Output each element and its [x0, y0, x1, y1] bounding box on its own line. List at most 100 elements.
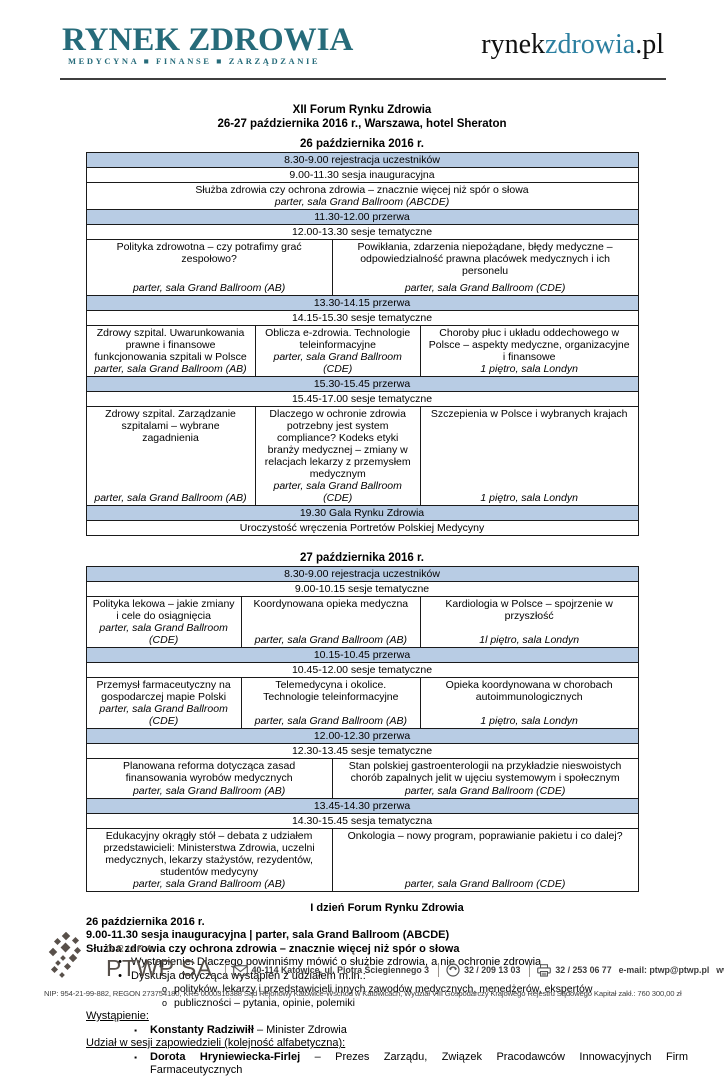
email-text: e-mail: ptwp@ptwp.pl — [618, 965, 710, 975]
sessions-row: Polityka zdrowotna – czy potrafimy grać … — [86, 239, 638, 295]
grupa-label: GRUPA — [106, 944, 156, 955]
time-band-row: 13.30-14.15 przerwa — [86, 295, 638, 310]
circle-bullet-icon: o — [161, 984, 167, 994]
session-room: parter, sala Grand Ballroom (CDE) — [404, 878, 566, 890]
session-label-row: 12.30-13.45 sesje tematyczne — [86, 743, 638, 758]
session-room: parter, sala Grand Ballroom (AB) — [132, 282, 286, 294]
speaker-item: ▪ Konstanty Radziwiłł – Minister Zdrowia — [86, 1024, 688, 1038]
time-slot-label: 15.30-15.45 przerwa — [313, 378, 411, 390]
session-label: 10.45-12.00 sesje tematyczne — [291, 664, 433, 676]
session-title: Onkologia – nowy program, poprawianie pa… — [347, 830, 623, 842]
session-cell: Przemysł farmaceutyczny na gospodarczej … — [87, 678, 241, 728]
session-title: Choroby płuc i układu oddechowego w Pols… — [428, 327, 630, 363]
session-cell: Opieka koordynowana w chorobach autoimmu… — [419, 678, 638, 728]
session-room: parter, sala Grand Ballroom (AB) — [254, 715, 407, 727]
envelope-icon — [232, 964, 248, 976]
session-label: Uroczystość wręczenia Portretów Polskiej… — [239, 522, 485, 534]
session-title: Polityka lekowa – jakie zmiany i cele do… — [92, 598, 235, 622]
session-label-row: 14.30-15.45 sesja tematyczna — [86, 813, 638, 828]
session-title: Zdrowy szpital. Uwarunkowania prawne i f… — [94, 327, 247, 363]
session-room: parter, sala Grand Ballroom (CDE) — [273, 480, 402, 504]
session-room: parter, sala Grand Ballroom (AB) — [132, 785, 286, 797]
ptwp-logo: GRUPA PTWP SA — [106, 944, 213, 980]
session-room: 1 piętro, sala Londyn — [480, 492, 578, 504]
fax-text: 32 / 253 06 77 — [555, 965, 612, 975]
rynek-zdrowia-wordmark: Rynek Zdrowia — [62, 22, 354, 58]
day1-schedule-table: 8.30-9.00 rejestracja uczestników 9.00-1… — [85, 152, 639, 536]
session-title: Powikłania, zdarzenia niepożądane, błędy… — [357, 241, 613, 277]
session-title: Koordynowana opieka medyczna — [253, 598, 409, 610]
time-slot-label: 13.45-14.30 przerwa — [313, 800, 411, 812]
session-room: parter, sala Grand Ballroom (CDE) — [404, 785, 566, 797]
time-slot-label: 8.30-9.00 rejestracja uczestników — [284, 568, 440, 580]
session-cell: Dlaczego w ochronie zdrowia potrzebny je… — [254, 407, 420, 505]
speaker-role: – Minister Zdrowia — [253, 1023, 347, 1036]
session-label: 14.15-15.30 sesje tematyczne — [291, 312, 433, 324]
session-label: 15.45-17.00 sesje tematyczne — [291, 393, 433, 405]
time-band-row: 10.15-10.45 przerwa — [86, 647, 638, 662]
bullet-icon: • — [118, 956, 122, 968]
session-label: 9.00-10.15 sesje tematyczne — [294, 583, 430, 595]
session-room: parter, sala Grand Ballroom (ABCDE) — [274, 196, 450, 208]
session-room: 1l piętro, sala Londyn — [479, 634, 580, 646]
session-title: Szczepienia w Polsce i wybranych krajach — [430, 408, 628, 420]
session-cell: Szczepienia w Polsce i wybranych krajach… — [419, 407, 638, 505]
session-room: parter, sala Grand Ballroom (CDE) — [99, 703, 228, 727]
time-band-row: 13.45-14.30 przerwa — [86, 798, 638, 813]
time-band-row: 19.30 Gala Rynku Zdrowia — [86, 505, 638, 520]
details-session-line: 9.00-11.30 sesja inauguracyjna | parter,… — [86, 929, 450, 941]
session-title: Przemysł farmaceutyczny na gospodarczej … — [96, 679, 231, 703]
details-heading: I dzień Forum Rynku Zdrowia — [310, 902, 464, 914]
time-band-row: 8.30-9.00 rejestracja uczestników — [86, 567, 638, 581]
rynekzdrowia-pl-logo: rynekzdrowia.pl — [481, 30, 664, 66]
session-title: Polityka zdrowotna – czy potrafimy grać … — [116, 241, 302, 265]
session-label-row: 9.00-10.15 sesje tematyczne — [86, 581, 638, 596]
session-title: Oblicza e-zdrowia. Technologie teleinfor… — [265, 327, 411, 351]
conference-program-page: { "colors":{ "band":"#b8cce4", "teal":"#… — [44, 22, 724, 1076]
session-cell: Oblicza e-zdrowia. Technologie teleinfor… — [254, 326, 420, 376]
session-label-row: Uroczystość wręczenia Portretów Polskiej… — [86, 520, 638, 535]
session-room: parter, sala Grand Ballroom (CDE) — [273, 351, 402, 375]
session-title: Służba zdrowia czy ochrona zdrowia – zna… — [195, 184, 529, 196]
session-cell: Zdrowy szpital. Zarządzanie szpitalami –… — [87, 407, 255, 505]
session-cell: Powikłania, zdarzenia niepożądane, błędy… — [331, 240, 638, 295]
session-label-row: 9.00-11.30 sesja inauguracyjna — [86, 167, 638, 182]
footer-brand-row: GRUPA PTWP SA 40-114 Katowice, ul. Piotr… — [44, 932, 724, 980]
list-item-text: Dyskusja dotycząca wystąpień z udziałem … — [131, 969, 366, 982]
time-band-row: 8.30-9.00 rejestracja uczestników — [86, 153, 638, 167]
session-title: Zdrowy szpital. Zarządzanie szpitalami –… — [105, 408, 236, 444]
session-room: parter, sala Grand Ballroom (AB) — [94, 363, 247, 375]
forum-title: XII Forum Rynku Zdrowia — [292, 104, 432, 116]
address-text: 40-114 Katowice, ul. Piotra Ściegiennego… — [251, 965, 430, 975]
sub-list-item: o polityków, lekarzy i przedstawicieli i… — [86, 983, 688, 997]
details-topic: Służba zdrowia czy ochrona zdrowia – zna… — [86, 942, 460, 955]
contact-divider — [529, 963, 531, 977]
session-label-row: 15.45-17.00 sesje tematyczne — [86, 391, 638, 406]
square-bullet-icon: ▪ — [134, 1025, 137, 1035]
details-date: 26 października 2016 r. — [86, 915, 205, 928]
rynek-zdrowia-tagline: Medycyna ■ Finanse ■ Zarządzanie — [68, 56, 321, 66]
sessions-row: Planowana reforma dotycząca zasad finans… — [86, 758, 638, 798]
session-cell: Edukacyjny okrągły stół – debata z udzia… — [87, 829, 332, 891]
session-room: parter, sala Grand Ballroom (AB) — [254, 634, 407, 646]
phone-icon — [446, 963, 460, 977]
session-room: parter, sala Grand Ballroom (AB) — [132, 878, 286, 890]
speaker-item: ▪ Dorota Hryniewiecka-Firlej – Prezes Za… — [86, 1051, 688, 1078]
speaker-name: Konstanty Radziwiłł — [150, 1023, 254, 1036]
sub-list-item: o publiczności – pytania, opinie, polemi… — [86, 997, 688, 1011]
ptwp-diamonds-icon — [48, 932, 82, 978]
time-slot-label: 11.30-12.00 przerwa — [314, 211, 410, 223]
list-item: • Dyskusja dotycząca wystąpień z udziałe… — [86, 970, 688, 984]
site-logo-part2: zdrowia — [545, 29, 636, 60]
session-title: Kardiologia w Polsce – spojrzenie w przy… — [445, 598, 613, 622]
session-label: 12.00-13.30 sesje tematyczne — [291, 226, 433, 238]
time-slot-label: 13.30-14.15 przerwa — [313, 297, 411, 309]
time-slot-label: 19.30 Gala Rynku Zdrowia — [299, 507, 425, 519]
session-title: Edukacyjny okrągły stół – debata z udzia… — [103, 830, 315, 878]
session-room: parter, sala Grand Ballroom (CDE) — [99, 622, 228, 646]
day1-heading: 26 października 2016 r. — [299, 138, 425, 150]
time-band-row: 15.30-15.45 przerwa — [86, 376, 638, 391]
plenary-session-row: Służba zdrowia czy ochrona zdrowia – zna… — [86, 182, 638, 209]
circle-bullet-icon: o — [161, 997, 167, 1008]
session-room: 1 piętro, sala Londyn — [480, 363, 578, 375]
